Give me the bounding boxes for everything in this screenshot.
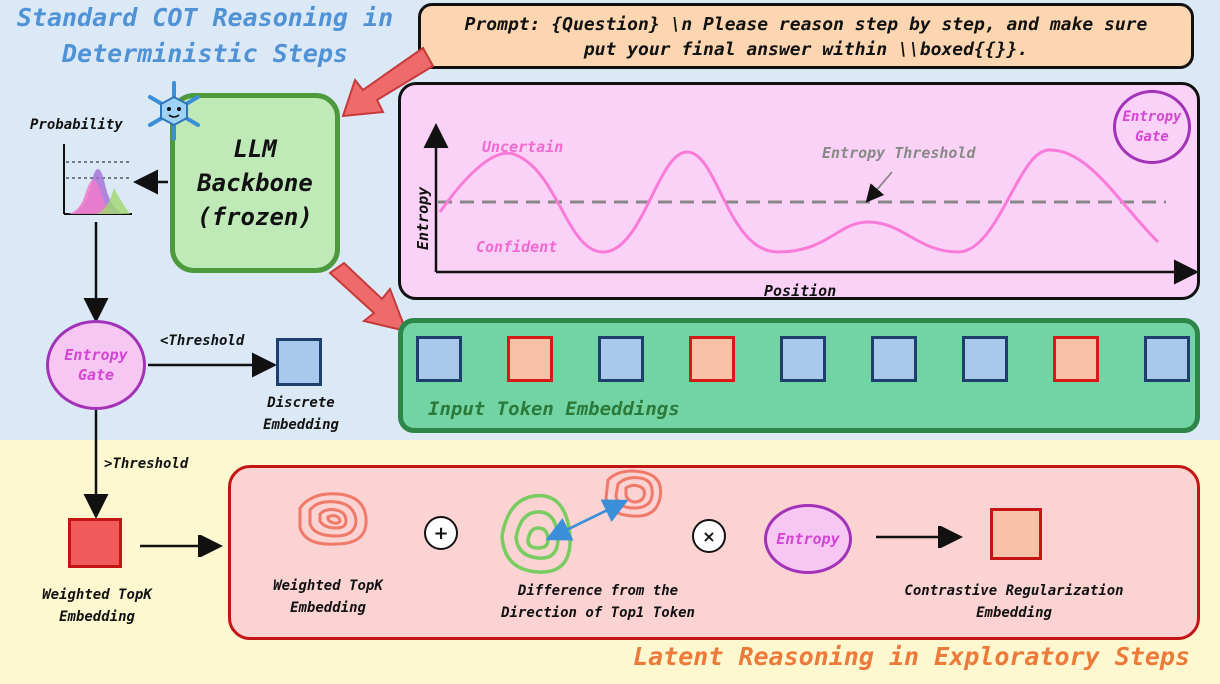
chart-uncertain-label: Uncertain <box>482 138 563 156</box>
prompt-line-1: Prompt: {Question} \n Please reason step… <box>464 14 1148 35</box>
entropy-chart-panel <box>398 82 1200 300</box>
input-token-red <box>507 336 553 382</box>
entropy-chart: Uncertain Confident Entropy Threshold Po… <box>414 123 1199 300</box>
discrete-embedding-label: Discrete Embedding <box>236 392 366 436</box>
entropy-node: Entropy <box>764 504 852 574</box>
contrastive-label: Contrastive Regularization Embedding <box>880 580 1148 624</box>
left-flow-arrows <box>83 169 277 519</box>
entropy-gate-line-1: Entropy <box>64 346 128 364</box>
llm-line-3: (frozen) <box>197 203 313 231</box>
latent-weighted-line-1: Weighted TopK <box>273 578 383 594</box>
entropy-gate-line-2: Gate <box>77 366 115 384</box>
weighted-topk-left-label: Weighted TopK Embedding <box>22 584 172 628</box>
topk-to-latent-arrow <box>140 535 223 557</box>
discrete-embedding-token <box>276 338 322 386</box>
input-token-blue <box>416 336 462 382</box>
llm-line-1: LLM <box>233 135 277 163</box>
difference-direction-icon <box>500 469 663 574</box>
difference-line-2: Direction of Top1 Token <box>501 605 695 621</box>
input-token-blue <box>962 336 1008 382</box>
entropy-node-label: Entropy <box>776 530 840 548</box>
latent-weighted-line-2: Embedding <box>290 600 366 616</box>
below-threshold-label: <Threshold <box>160 333 245 349</box>
prompt-to-llm-arrow <box>341 46 435 118</box>
contrastive-line-2: Embedding <box>976 605 1052 621</box>
contrastive-line-1: Contrastive Regularization <box>904 583 1124 599</box>
input-token-blue <box>871 336 917 382</box>
prompt-line-2: put your final answer within \\boxed{{}}… <box>583 39 1029 60</box>
latent-reasoning-title: Latent Reasoning in Exploratory Steps <box>633 642 1190 671</box>
badge-line-1: Entropy <box>1122 109 1182 125</box>
input-token-blue <box>598 336 644 382</box>
latent-weighted-label: Weighted TopK Embedding <box>248 575 408 619</box>
input-token-blue <box>1144 336 1190 382</box>
plus-operator-icon: + <box>424 516 458 550</box>
probability-distribution-icon <box>63 144 132 215</box>
contrastive-embedding-token <box>990 508 1042 560</box>
input-token-blue <box>780 336 826 382</box>
weighted-left-line-2: Embedding <box>59 609 135 625</box>
prompt-box: Prompt: {Question} \n Please reason step… <box>418 3 1194 69</box>
llm-line-2: Backbone <box>197 169 313 197</box>
input-token-row <box>398 318 1200 433</box>
chart-threshold-label: Entropy Threshold <box>822 144 976 162</box>
discrete-line-2: Embedding <box>263 417 339 433</box>
chart-confident-label: Confident <box>476 238 557 256</box>
weighted-topk-contour-icon <box>298 492 368 546</box>
input-token-embeddings-label: Input Token Embeddings <box>428 398 680 420</box>
input-token-red <box>689 336 735 382</box>
weighted-left-line-1: Weighted TopK <box>42 587 152 603</box>
entropy-to-contrastive-arrow <box>876 526 963 548</box>
badge-line-2: Gate <box>1135 129 1169 145</box>
chart-x-label: Position <box>764 282 836 300</box>
multiply-operator-icon: × <box>692 519 726 553</box>
threshold-pointer <box>865 171 893 203</box>
standard-cot-title: Standard COT Reasoning in Deterministic … <box>10 0 400 72</box>
entropy-curve <box>438 148 1160 254</box>
standard-cot-title-text: Standard COT Reasoning in Deterministic … <box>16 3 394 68</box>
weighted-topk-token <box>68 518 122 568</box>
discrete-line-1: Discrete <box>267 395 335 411</box>
above-threshold-label: >Threshold <box>104 456 189 472</box>
probability-label: Probability <box>30 117 123 133</box>
snowflake-frozen-icon <box>148 81 200 141</box>
difference-line-1: Difference from the <box>517 583 679 599</box>
chart-y-label: Entropy <box>414 186 432 250</box>
input-token-red <box>1053 336 1099 382</box>
difference-label: Difference from the Direction of Top1 To… <box>478 580 718 624</box>
llm-to-embeddings-arrow <box>328 261 408 333</box>
